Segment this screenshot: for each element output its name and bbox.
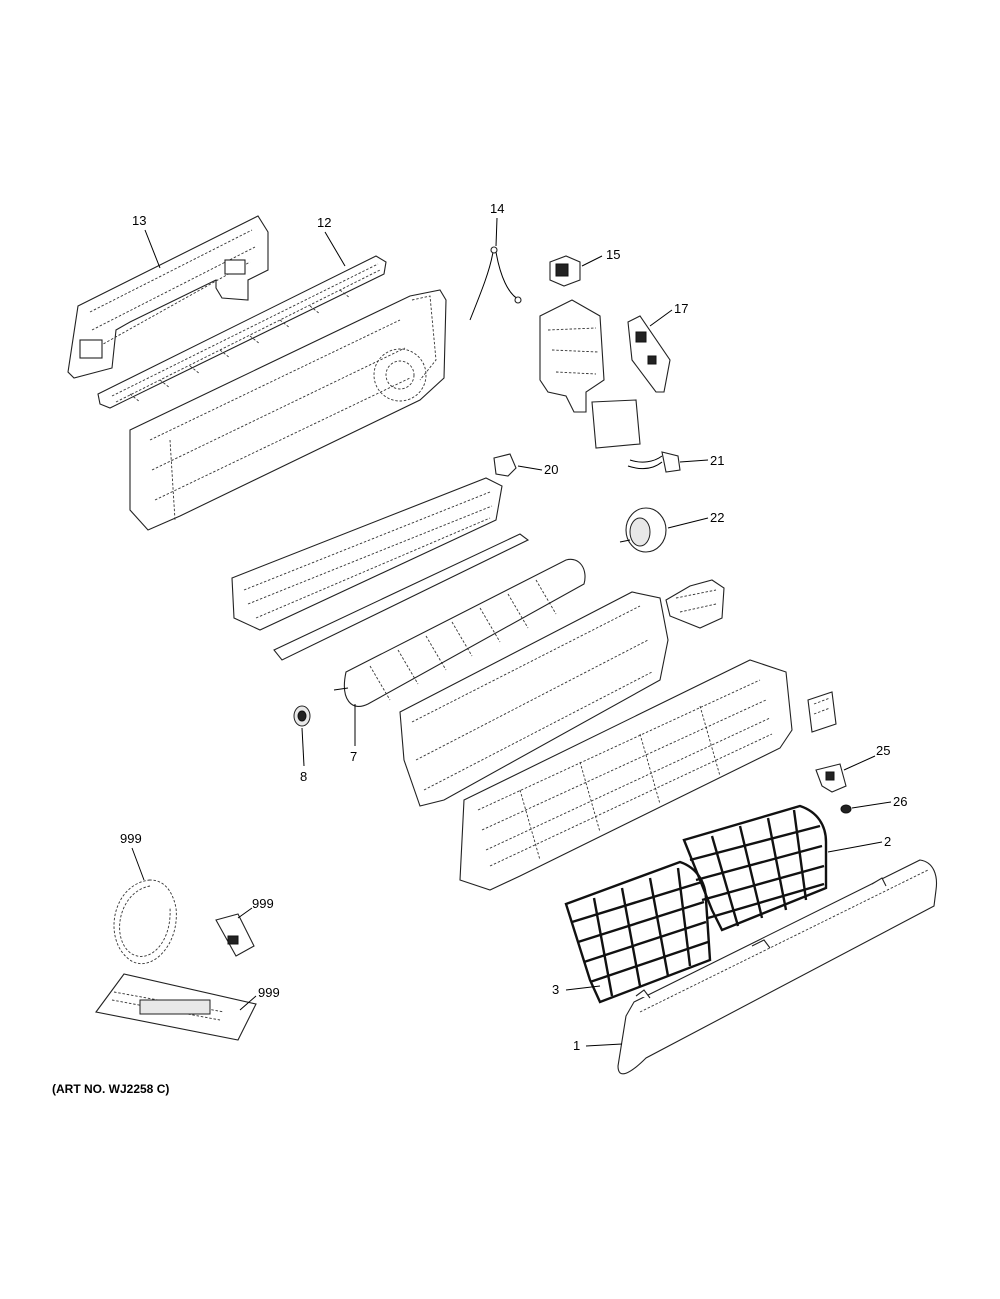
part-2-filter-right [682, 804, 828, 932]
part-22-motor [619, 507, 667, 553]
part-14-sensor-wire [469, 246, 522, 321]
callout-15: 15 [606, 247, 620, 262]
callout-12: 12 [317, 215, 331, 230]
callout-21: 21 [710, 453, 724, 468]
callout-13: 13 [132, 213, 146, 228]
evaporator-drain-pan [231, 477, 530, 661]
part-20-cap [493, 453, 517, 477]
chassis-housing [129, 289, 447, 531]
leader-lines [131, 217, 892, 1047]
callout-999-manual: 999 [258, 985, 280, 1000]
part-13-mounting-plate [67, 215, 269, 379]
part-17-control-board [627, 315, 671, 393]
part-7-blower-wheel [333, 558, 586, 707]
callout-20: 20 [544, 462, 558, 477]
part-12-top-grille [97, 255, 387, 409]
callout-labels: 13 12 14 15 17 20 21 22 7 8 25 26 2 3 1 … [120, 201, 907, 1053]
callout-8: 8 [300, 769, 307, 784]
callout-17: 17 [674, 301, 688, 316]
part-3-filter-left [564, 860, 712, 1004]
callout-2: 2 [884, 834, 891, 849]
callout-26: 26 [893, 794, 907, 809]
part-15-cube [549, 255, 581, 287]
callout-999-remote: 999 [252, 896, 274, 911]
callout-14: 14 [490, 201, 504, 216]
part-25-receiver [815, 763, 847, 793]
callout-999-hose: 999 [120, 831, 142, 846]
art-number-label: (ART NO. WJ2258 C) [52, 1082, 170, 1096]
callout-7: 7 [350, 749, 357, 764]
callout-3: 3 [552, 982, 559, 997]
display-board [807, 691, 837, 733]
part-999-remote [215, 913, 255, 957]
part-8-gear [293, 705, 311, 727]
front-frame [399, 591, 669, 807]
part-999-manual [95, 973, 257, 1041]
part-21-connector [627, 451, 681, 473]
callout-22: 22 [710, 510, 724, 525]
motor-bracket [665, 579, 725, 629]
part-1-front-panel [617, 859, 938, 1075]
part-999-drain-hose [113, 879, 177, 965]
callout-25: 25 [876, 743, 890, 758]
callout-1: 1 [573, 1038, 580, 1053]
front-housing [459, 659, 793, 891]
part-26-nut [840, 804, 852, 814]
control-box-housing [539, 299, 641, 449]
